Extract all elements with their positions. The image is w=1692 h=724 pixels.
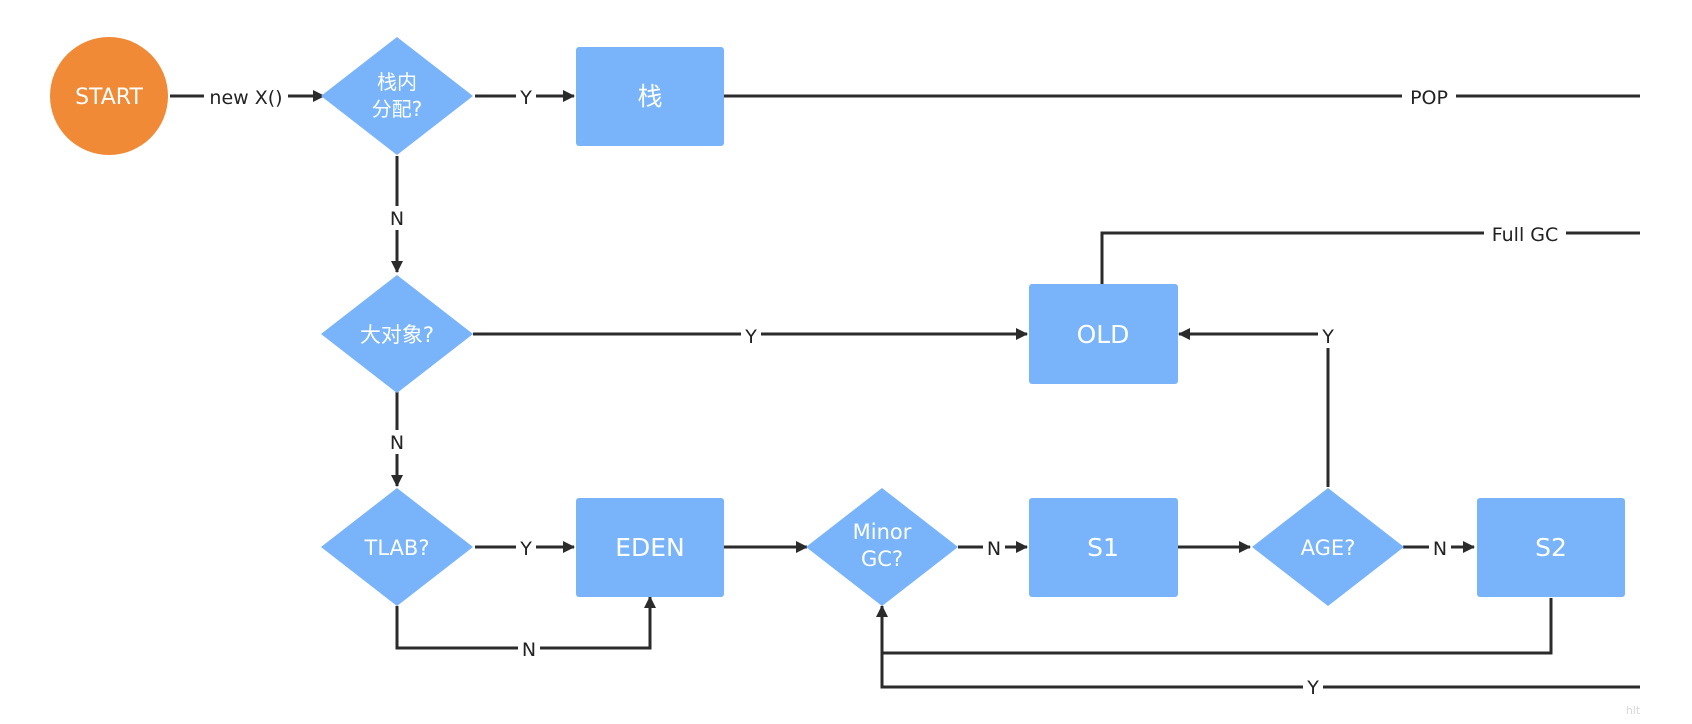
label-minor-no: N [983, 537, 1005, 560]
label-tlab-no: N [518, 637, 540, 661]
minor-gc-decision: Minor GC? [806, 488, 958, 606]
old-box: OLD [1029, 284, 1178, 384]
edge-old-full-gc [1100, 231, 1640, 284]
stack-alloc-decision: 栈内 分配? [321, 37, 473, 155]
label-tlab-yes: Y [516, 537, 536, 560]
edge-labels: new X() Y POP N Y Full GC N Y [204, 86, 1566, 699]
label-stack-yes: Y [516, 86, 536, 109]
edge-minor-gc-yes [880, 653, 1640, 689]
label-pop: POP [1402, 86, 1456, 109]
watermark: hlt [1626, 704, 1641, 717]
label-stack-yes-text: Y [519, 87, 532, 109]
stack-box: 栈 [576, 47, 724, 146]
label-full-gc-text: Full GC [1492, 224, 1559, 246]
label-minor-yes: Y [1303, 676, 1323, 699]
label-full-gc: Full GC [1484, 222, 1566, 246]
age-label: AGE? [1301, 536, 1356, 560]
label-big-yes-text: Y [744, 326, 757, 348]
start-node: START [50, 37, 168, 155]
stack-alloc-label-line2: 分配? [372, 97, 423, 121]
stack-label: 栈 [637, 82, 662, 111]
big-object-label: 大对象? [360, 323, 434, 347]
old-label: OLD [1077, 320, 1130, 349]
eden-label: EDEN [615, 533, 685, 562]
s1-box: S1 [1029, 498, 1178, 597]
label-minor-no-text: N [987, 538, 1001, 560]
big-object-decision: 大对象? [321, 275, 473, 393]
label-tlab-no-text: N [522, 639, 536, 661]
tlab-label: TLAB? [364, 536, 430, 560]
label-minor-yes-text: Y [1306, 677, 1319, 699]
edge-s2-to-minor-gc [876, 598, 1553, 655]
eden-box: EDEN [576, 498, 724, 597]
label-tlab-yes-text: Y [519, 538, 532, 560]
minor-gc-label-line2: GC? [861, 547, 903, 571]
minor-gc-label-line1: Minor [853, 520, 912, 544]
label-stack-no-text: N [390, 208, 404, 230]
s2-label: S2 [1535, 533, 1567, 562]
s2-box: S2 [1477, 498, 1625, 597]
label-stack-no: N [386, 206, 408, 230]
stack-alloc-label-line1: 栈内 [377, 70, 417, 94]
label-big-no: N [386, 430, 408, 454]
label-big-no-text: N [390, 432, 404, 454]
label-big-yes: Y [741, 324, 761, 348]
label-new-text: new X() [209, 87, 282, 109]
label-age-yes: Y [1318, 324, 1338, 348]
tlab-decision: TLAB? [321, 488, 473, 606]
s1-label: S1 [1087, 533, 1119, 562]
edge-age-to-old [1178, 328, 1330, 487]
label-age-yes-text: Y [1321, 326, 1334, 348]
label-age-no-text: N [1433, 538, 1447, 560]
age-decision: AGE? [1252, 488, 1404, 606]
label-new: new X() [204, 86, 288, 109]
label-age-no: N [1429, 537, 1451, 560]
start-label: START [75, 85, 143, 110]
label-pop-text: POP [1410, 87, 1448, 109]
